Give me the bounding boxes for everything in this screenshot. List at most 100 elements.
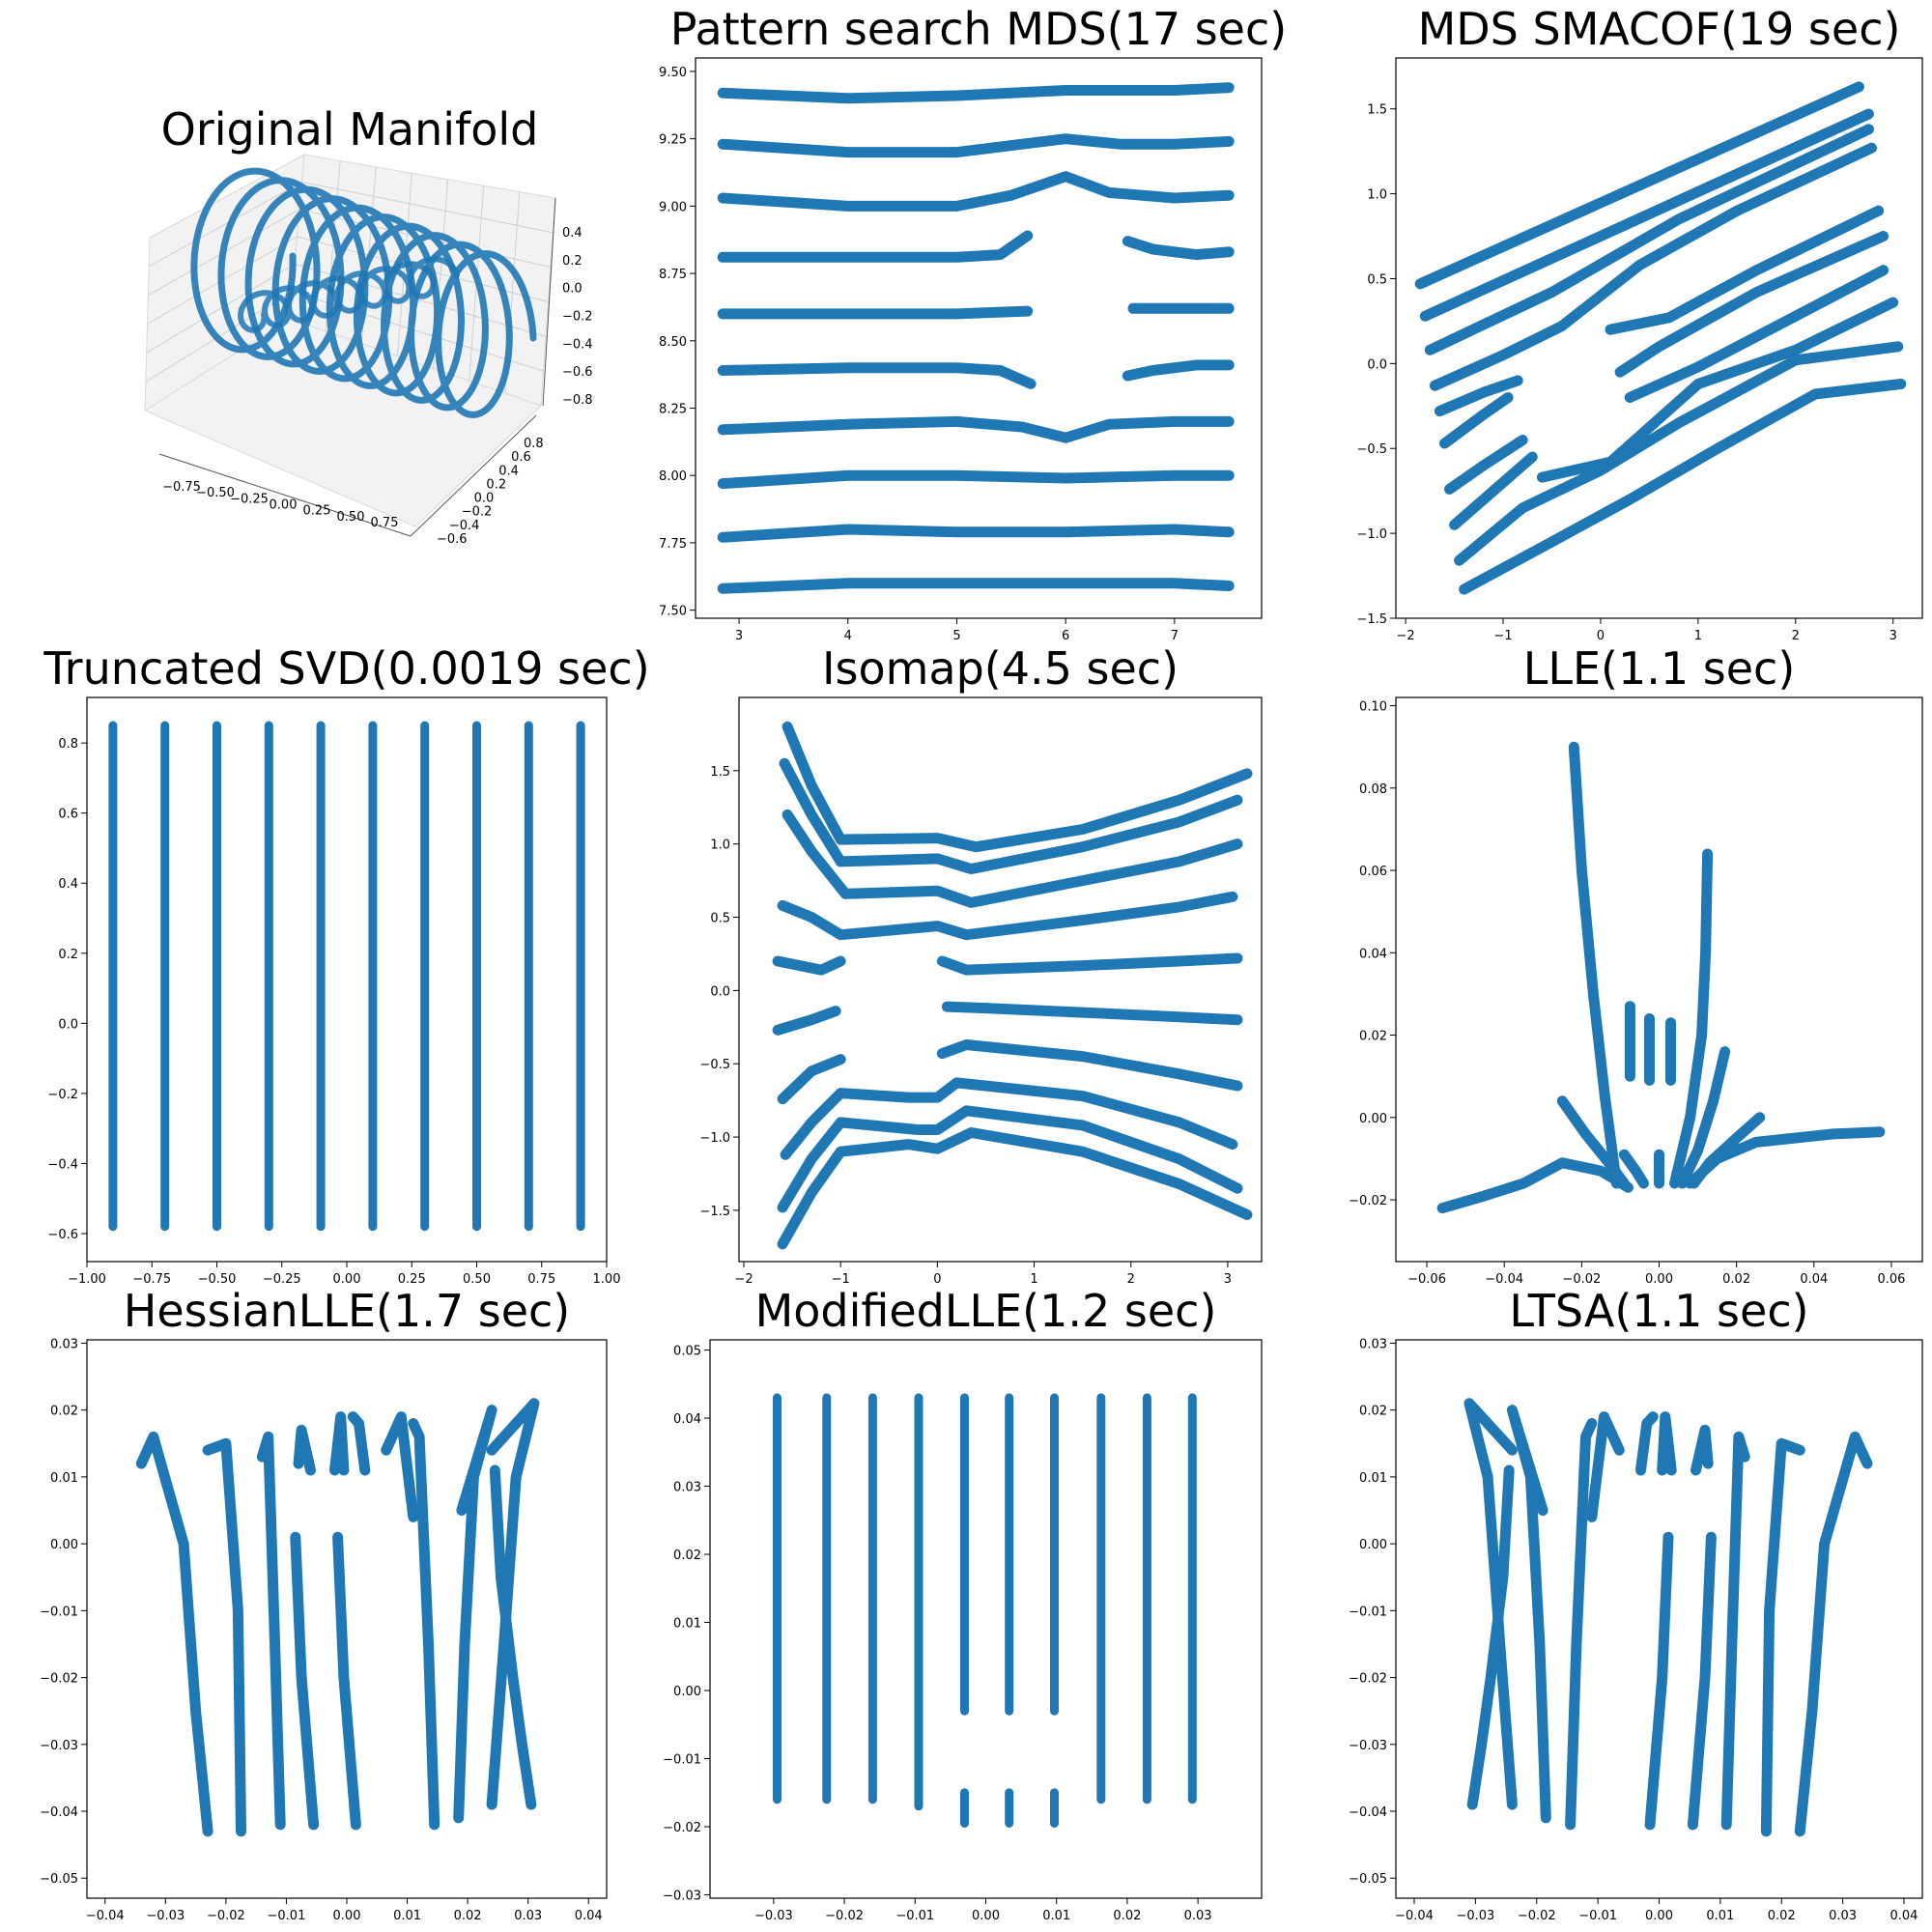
series-10 (1449, 451, 1538, 530)
x-tick-label: −0.04 (86, 1909, 125, 1923)
series-4 (772, 955, 846, 976)
x-tick-label: 5 (952, 629, 960, 643)
x-tick-label: −0.01 (268, 1909, 306, 1923)
x-tick-label: 0.25 (303, 504, 331, 519)
series-0 (717, 82, 1235, 104)
series-0 (135, 1431, 213, 1837)
x-tick-label: 0.75 (371, 516, 399, 530)
y-tick-label: 8.25 (659, 403, 687, 417)
x-tick-label: 0.50 (337, 510, 365, 525)
panel-title: HessianLLE(1.7 sec) (124, 1285, 571, 1337)
x-tick-label: −0.01 (1578, 1909, 1617, 1923)
x-tick-label: 0.03 (1829, 1909, 1857, 1923)
series-9 (717, 415, 1235, 443)
grid-line (301, 181, 554, 234)
series-11 (486, 1398, 540, 1810)
series-2 (717, 171, 1235, 212)
y-tick-label: −0.02 (40, 1672, 78, 1687)
y-tick-label: 0.0 (474, 492, 495, 506)
x-tick-label: −0.02 (825, 1909, 864, 1923)
y-tick-label: −0.05 (40, 1872, 78, 1887)
series-8 (1122, 359, 1235, 382)
y-tick-label: 0.0 (1367, 357, 1387, 372)
panel-ltsa: LTSA(1.1 sec) −0.04 −0.03 −0.02 −0.01 0.00 0.0… (1349, 1285, 1923, 1923)
series-13 (1459, 379, 1907, 595)
x-tick-label: −0.50 (196, 486, 235, 500)
z-tick-label: 0.2 (562, 254, 582, 269)
y-tick-label: −0.01 (1349, 1605, 1387, 1619)
helix-core-series (238, 256, 460, 333)
y-tick-label: −0.04 (40, 1805, 78, 1820)
y-tick-label: 0.03 (50, 1337, 78, 1351)
series-4 (1434, 375, 1523, 417)
series-8 (381, 1411, 419, 1522)
series-3 (1690, 1424, 1714, 1476)
y-tick-label: −0.4 (449, 519, 480, 533)
x-tick-label: −0.02 (1562, 1272, 1601, 1287)
z-axis-line (542, 197, 556, 407)
x-tick-label: −0.25 (230, 492, 269, 506)
series-1 (1669, 848, 1714, 1189)
y-tick-label: 0.04 (1359, 947, 1387, 961)
x-tick-label: 2 (1127, 1272, 1135, 1287)
y-tick-label: −0.2 (47, 1088, 78, 1102)
series-4 (329, 1411, 350, 1476)
series-0 (781, 721, 1253, 853)
x-tick-label: −0.75 (162, 480, 201, 495)
series-2 (256, 1431, 286, 1831)
helix-series (190, 167, 537, 418)
x-tick-label: −0.03 (1456, 1909, 1494, 1923)
y-tick-label: −1.5 (699, 1205, 730, 1219)
series-2 (1424, 124, 1874, 355)
x-tick-label: −1 (832, 1272, 850, 1287)
y-tick-label: −0.04 (1349, 1805, 1387, 1820)
series-4 (1122, 236, 1235, 261)
x-tick-label: −0.04 (1395, 1909, 1434, 1923)
y-tick-label: 0.06 (1359, 865, 1387, 879)
x-tick-label: 4 (844, 629, 852, 643)
x-tick-label: −0.02 (1518, 1909, 1556, 1923)
series-7 (941, 1001, 1243, 1026)
x-tick-label: 0 (1597, 629, 1605, 643)
panel-title: Original Manifold (161, 103, 539, 156)
y-tick-label: 0.00 (1359, 1538, 1387, 1552)
y-tick-label: 0.05 (673, 1345, 701, 1359)
y-tick-label: 0.0 (58, 1017, 78, 1032)
series-6 (1439, 392, 1514, 449)
y-tick-label: 9.50 (659, 66, 687, 80)
x-tick-label: 0.00 (972, 1909, 1000, 1923)
series-12 (489, 1464, 537, 1810)
y-tick-label: −0.03 (40, 1739, 78, 1753)
series-3 (293, 1424, 316, 1476)
series-7 (1644, 1531, 1674, 1831)
x-tick-label: −0.25 (263, 1272, 301, 1287)
y-tick-label: 0.4 (498, 464, 519, 478)
panel-title: LTSA(1.1 sec) (1509, 1285, 1808, 1337)
series-11 (1463, 1398, 1518, 1810)
y-tick-label: 0.4 (58, 877, 78, 892)
x-tick-label: 0.06 (1877, 1272, 1905, 1287)
series-7 (332, 1531, 361, 1831)
series-11 (717, 524, 1235, 543)
series-10 (1506, 1405, 1551, 1824)
y-tick-label: 1.5 (710, 765, 730, 780)
series-5 (1605, 205, 1885, 335)
series-3 (1429, 142, 1877, 391)
series-3 (717, 230, 1034, 263)
x-tick-label: 0.02 (1722, 1272, 1750, 1287)
series-2 (1720, 1431, 1750, 1831)
x-tick-label: −0.01 (895, 1909, 934, 1923)
x-tick-label: 0.00 (270, 498, 298, 513)
x-tick-label: 0.00 (333, 1272, 361, 1287)
x-tick-label: 0.01 (1706, 1909, 1734, 1923)
series-7 (1614, 231, 1889, 378)
y-tick-label: −0.5 (699, 1058, 730, 1072)
y-tick-label: 8.50 (659, 335, 687, 350)
x-tick-label: 0.04 (1890, 1909, 1918, 1923)
